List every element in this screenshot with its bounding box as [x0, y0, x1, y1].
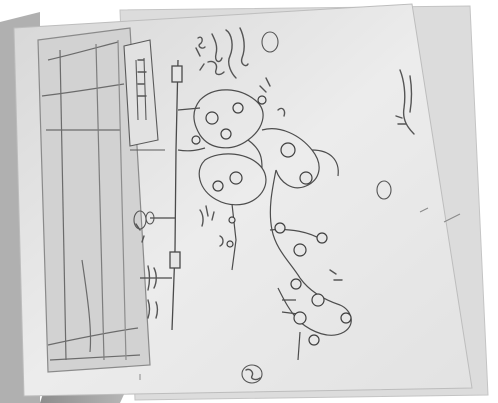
note-panel	[123, 39, 165, 151]
handwritten-scribbles	[135, 27, 415, 381]
stray-pencil-marks	[139, 207, 461, 380]
folded-paper-section	[37, 27, 151, 373]
circuit-components	[191, 95, 352, 346]
circled-labels	[133, 31, 392, 384]
